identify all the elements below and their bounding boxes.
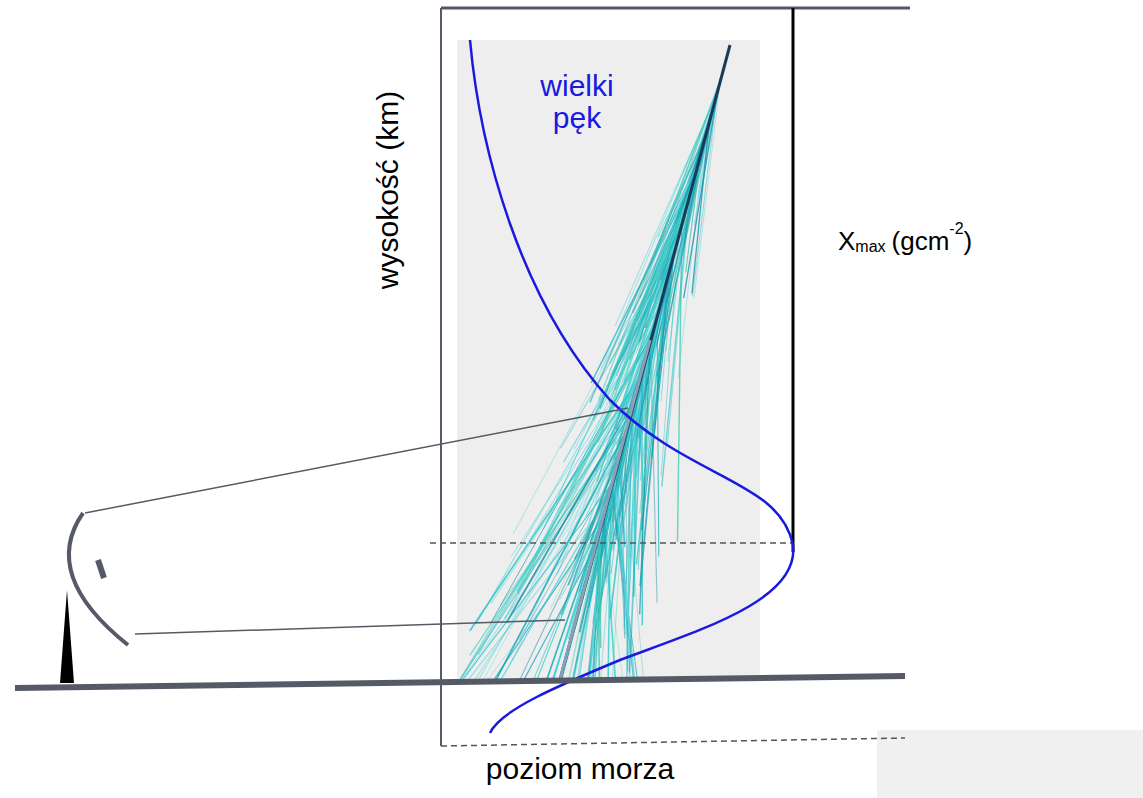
shower-label: wielki pęk	[532, 70, 622, 134]
shower-strand	[517, 320, 657, 592]
view-ray-top	[85, 408, 628, 513]
shower-strand	[628, 423, 630, 572]
xmax-exponent: -2	[949, 220, 963, 238]
shower-strand	[652, 255, 674, 458]
shower-strand	[511, 342, 650, 557]
xmax-dashed-line	[430, 542, 793, 544]
shower-strand	[604, 517, 607, 583]
simulation-background	[457, 40, 760, 680]
shower-strand	[623, 445, 644, 677]
shower-strand	[655, 92, 718, 281]
ground-line	[15, 676, 905, 688]
frame-top	[441, 7, 910, 10]
shower-strand	[601, 90, 718, 369]
xmax-symbol: X	[838, 226, 855, 257]
sea-level-line	[441, 738, 905, 746]
shower-strand	[599, 534, 600, 648]
shower-strand	[573, 462, 619, 680]
shower-strand	[490, 333, 653, 624]
grey-patch	[877, 730, 1143, 798]
shower-strand	[619, 203, 688, 414]
xmax-unit: (gcm	[892, 226, 950, 257]
shower-strand	[598, 536, 599, 622]
longitudinal-profile	[470, 40, 793, 733]
shower-strand	[642, 263, 672, 530]
xmax-bar	[792, 8, 795, 552]
shower-strand	[596, 342, 651, 471]
shower-core	[560, 45, 730, 680]
shower-strand	[520, 485, 613, 680]
shower-strand	[615, 93, 717, 326]
telescope-pole	[60, 590, 74, 683]
shower-strand	[694, 81, 720, 298]
view-ray-bottom	[135, 620, 565, 634]
shower-strand	[537, 495, 610, 680]
shower-core-lower	[560, 340, 650, 680]
shower-strand	[619, 349, 648, 549]
shower-strand	[624, 169, 697, 381]
shower-strand	[513, 215, 684, 534]
telescope-mirror	[69, 513, 128, 645]
xmax-subscript: max	[855, 238, 885, 256]
axis-label: wysokość (km)	[371, 91, 405, 289]
shower-strand	[476, 306, 660, 624]
sea-level-label: poziom morza	[486, 752, 674, 786]
telescope-camera	[98, 560, 104, 578]
shower-strand	[462, 483, 613, 680]
xmax-paren: )	[964, 226, 973, 257]
frame-left	[440, 8, 442, 746]
shower-strand	[464, 443, 624, 680]
